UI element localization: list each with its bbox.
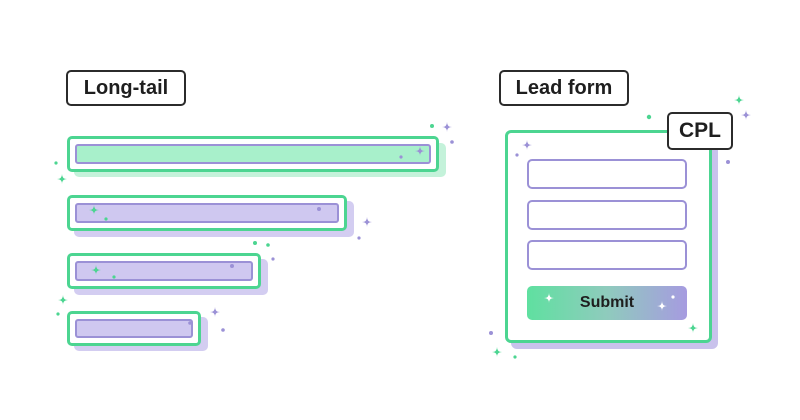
dot-icon: [646, 114, 652, 120]
submit-button[interactable]: Submit: [527, 286, 687, 320]
bar-3: [67, 253, 261, 289]
dot-icon: [513, 355, 517, 359]
bar-2-fill: [75, 203, 339, 223]
lead-form-label: Lead form: [499, 70, 629, 106]
dot-icon: [489, 331, 493, 335]
cpl-label: CPL: [667, 112, 733, 150]
bar-3-fill: [75, 261, 253, 281]
sparkle-icon: [57, 174, 67, 184]
dot-icon: [56, 312, 60, 316]
bar-1: [67, 136, 439, 172]
long-tail-label: Long-tail: [66, 70, 186, 106]
sparkle-icon: [442, 122, 452, 132]
sparkle-icon: [492, 347, 502, 357]
form-field-1[interactable]: [527, 159, 687, 189]
sparkle-icon: [362, 217, 372, 227]
dot-icon: [266, 243, 270, 247]
bar-4-fill: [75, 319, 193, 338]
sparkle-icon: [741, 110, 751, 120]
dot-icon: [357, 236, 361, 240]
dot-icon: [450, 140, 454, 144]
sparkle-icon: [210, 307, 220, 317]
dot-icon: [726, 160, 730, 164]
bar-4: [67, 311, 201, 346]
dot-icon: [271, 257, 275, 261]
dot-icon: [253, 241, 257, 245]
dot-icon: [221, 328, 225, 332]
bar-2: [67, 195, 347, 231]
dot-icon: [54, 161, 58, 165]
form-field-2[interactable]: [527, 200, 687, 230]
sparkle-icon: [58, 295, 68, 305]
bar-1-fill: [75, 144, 431, 164]
sparkle-icon: [734, 95, 744, 105]
form-field-3[interactable]: [527, 240, 687, 270]
dot-icon: [430, 124, 434, 128]
